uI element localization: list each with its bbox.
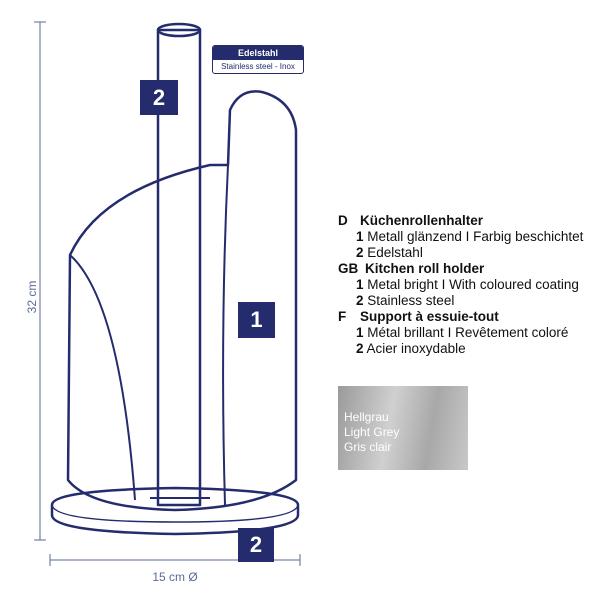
legend-item: 2 Stainless steel bbox=[356, 293, 455, 308]
callout-2-base: 2 bbox=[238, 528, 274, 562]
diameter-dimension: 15 cm Ø bbox=[152, 570, 198, 584]
legend-item: 1 Metall glänzend I Farbig beschichtet bbox=[356, 229, 584, 244]
badge-subtitle: Stainless steel - Inox bbox=[221, 62, 295, 71]
legend-item: 1 Métal brillant I Revêtement coloré bbox=[356, 325, 569, 340]
material-badge: Edelstahl Stainless steel - Inox bbox=[212, 45, 304, 74]
badge-title: Edelstahl bbox=[213, 46, 303, 60]
color-swatch: Hellgrau Light Grey Gris clair bbox=[338, 386, 468, 470]
legend-item: 2 Edelstahl bbox=[356, 245, 423, 260]
callout-2-pole: 2 bbox=[140, 80, 178, 115]
legend-item: 1 Metal bright I With coloured coating bbox=[356, 277, 579, 292]
swatch-label-fr: Gris clair bbox=[344, 440, 392, 454]
height-dimension: 32 cm bbox=[25, 280, 39, 314]
swatch-label-en: Light Grey bbox=[344, 425, 400, 439]
callout-1-body: 1 bbox=[238, 302, 275, 338]
legend-item: 2 Acier inoxydable bbox=[356, 341, 466, 356]
swatch-label-de: Hellgrau bbox=[344, 410, 389, 424]
coated-body bbox=[66, 90, 298, 512]
base-plate bbox=[50, 486, 300, 536]
pole bbox=[156, 28, 202, 507]
